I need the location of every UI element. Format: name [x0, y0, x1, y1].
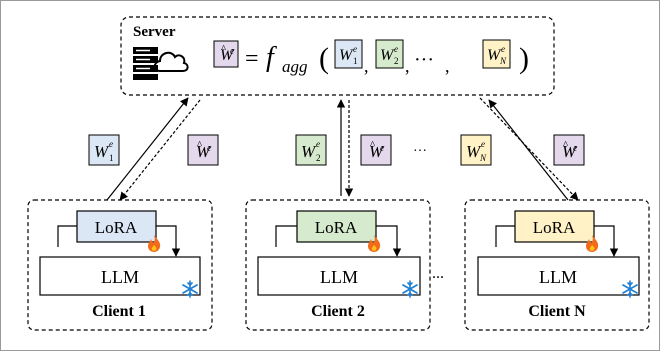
- client-2-lora-label: LoRA: [315, 218, 358, 237]
- weight-symbol-2: W: [380, 47, 395, 64]
- clients-ellipsis: ...: [432, 265, 444, 282]
- weight-sub-n: N: [499, 56, 507, 66]
- svg-text:2: 2: [316, 153, 321, 163]
- weight-sup-n: e: [501, 44, 505, 54]
- formula-ellipsis: ···: [414, 49, 434, 71]
- client-2-lora-box: [296, 210, 377, 243]
- client-2-lora-out: [376, 225, 402, 257]
- svg-text:W: W: [301, 142, 317, 161]
- client-n-lora-out: [594, 225, 619, 257]
- client-1-lora-in: [57, 225, 77, 247]
- svg-text:W: W: [94, 142, 110, 161]
- weight-box-1: [334, 39, 363, 69]
- weight-sub-2: 2: [394, 56, 399, 66]
- weight-box-2: [375, 39, 404, 69]
- equals-sign: =: [245, 46, 259, 72]
- client-1-lora-box: [76, 210, 157, 243]
- client-1-lora-out: [156, 225, 181, 257]
- client-2-box: [245, 199, 431, 331]
- upload-arrow-1: [106, 97, 189, 201]
- client-2-name: Client 2: [311, 303, 365, 320]
- client-1: LoRA LLM Client 1: [27, 199, 213, 331]
- client-n-box: [464, 199, 650, 331]
- client-2: LoRA LLM Client 2: [245, 199, 431, 331]
- weight-sub-1: 1: [353, 56, 358, 66]
- global-weight-sup: e: [230, 46, 235, 57]
- hat-mark: ^: [221, 43, 227, 55]
- svg-text:e: e: [207, 143, 211, 153]
- client-n-lora-label: LoRA: [533, 218, 576, 237]
- weight-sup-2: e: [394, 44, 398, 54]
- client-n-llm-label: LLM: [539, 267, 577, 287]
- agg-subscript: agg: [282, 57, 308, 76]
- cloud-icon: [153, 51, 189, 72]
- svg-text:W: W: [369, 142, 385, 161]
- global-weight-symbol: W: [220, 47, 235, 64]
- client-1-llm-box: [39, 256, 201, 296]
- svg-text:W: W: [466, 142, 482, 161]
- open-paren: (: [319, 42, 329, 75]
- client-1-lora-label: LoRA: [95, 218, 138, 237]
- client-2-llm-box: [257, 256, 421, 296]
- svg-text:e: e: [316, 139, 320, 149]
- download-weight-label-2: W ^ e: [360, 134, 392, 166]
- comma-2: ,: [405, 56, 410, 76]
- svg-text:^: ^: [370, 139, 376, 151]
- comma-1: ,: [364, 56, 369, 76]
- client-n-lora-box: [514, 210, 595, 243]
- svg-text:^: ^: [197, 139, 203, 151]
- global-weight-box: [213, 40, 239, 68]
- client-n: LoRA LLM Client N: [464, 199, 650, 331]
- comma-3: ,: [445, 56, 450, 76]
- client-2-llm-label: LLM: [320, 267, 358, 287]
- aggregation-formula: W ^ e = f agg ( W e 1 , W e 2 , ··· , W …: [213, 39, 529, 76]
- upload-weight-label-2: W e 2: [295, 134, 327, 166]
- svg-text:1: 1: [109, 153, 114, 163]
- svg-text:^: ^: [563, 139, 569, 151]
- client-2-lora-in: [275, 225, 297, 247]
- upload-weight-label-n: W e N: [460, 134, 492, 166]
- svg-text:e: e: [109, 139, 113, 149]
- close-paren: ): [519, 42, 529, 75]
- download-weight-label-1: W ^ e: [187, 134, 219, 166]
- client-1-box: [27, 199, 213, 331]
- svg-text:W: W: [196, 142, 212, 161]
- client-1-llm-label: LLM: [101, 267, 139, 287]
- client-n-llm-box: [477, 256, 640, 296]
- weight-sup-1: e: [353, 44, 357, 54]
- client-n-lora-in: [495, 225, 515, 247]
- client-n-name: Client N: [528, 303, 586, 320]
- download-weight-label-n: W ^ e: [553, 134, 585, 166]
- svg-text:e: e: [380, 143, 384, 153]
- svg-text:e: e: [573, 143, 577, 153]
- middle-ellipsis: ···: [413, 144, 427, 159]
- weight-symbol-1: W: [339, 47, 354, 64]
- svg-text:W: W: [562, 142, 578, 161]
- svg-text:N: N: [479, 153, 487, 163]
- weight-box-n: [482, 39, 511, 69]
- weight-symbol-n: W: [487, 47, 502, 64]
- upload-arrow-n: [488, 99, 569, 201]
- f-symbol: f: [266, 42, 277, 73]
- download-arrow-1: [119, 99, 201, 201]
- download-arrow-n: [479, 97, 579, 201]
- client-1-name: Client 1: [92, 303, 146, 320]
- svg-text:e: e: [481, 139, 485, 149]
- upload-weight-label-1: W e 1: [88, 134, 120, 166]
- server-label: Server: [133, 24, 176, 40]
- server-icon: [133, 47, 158, 80]
